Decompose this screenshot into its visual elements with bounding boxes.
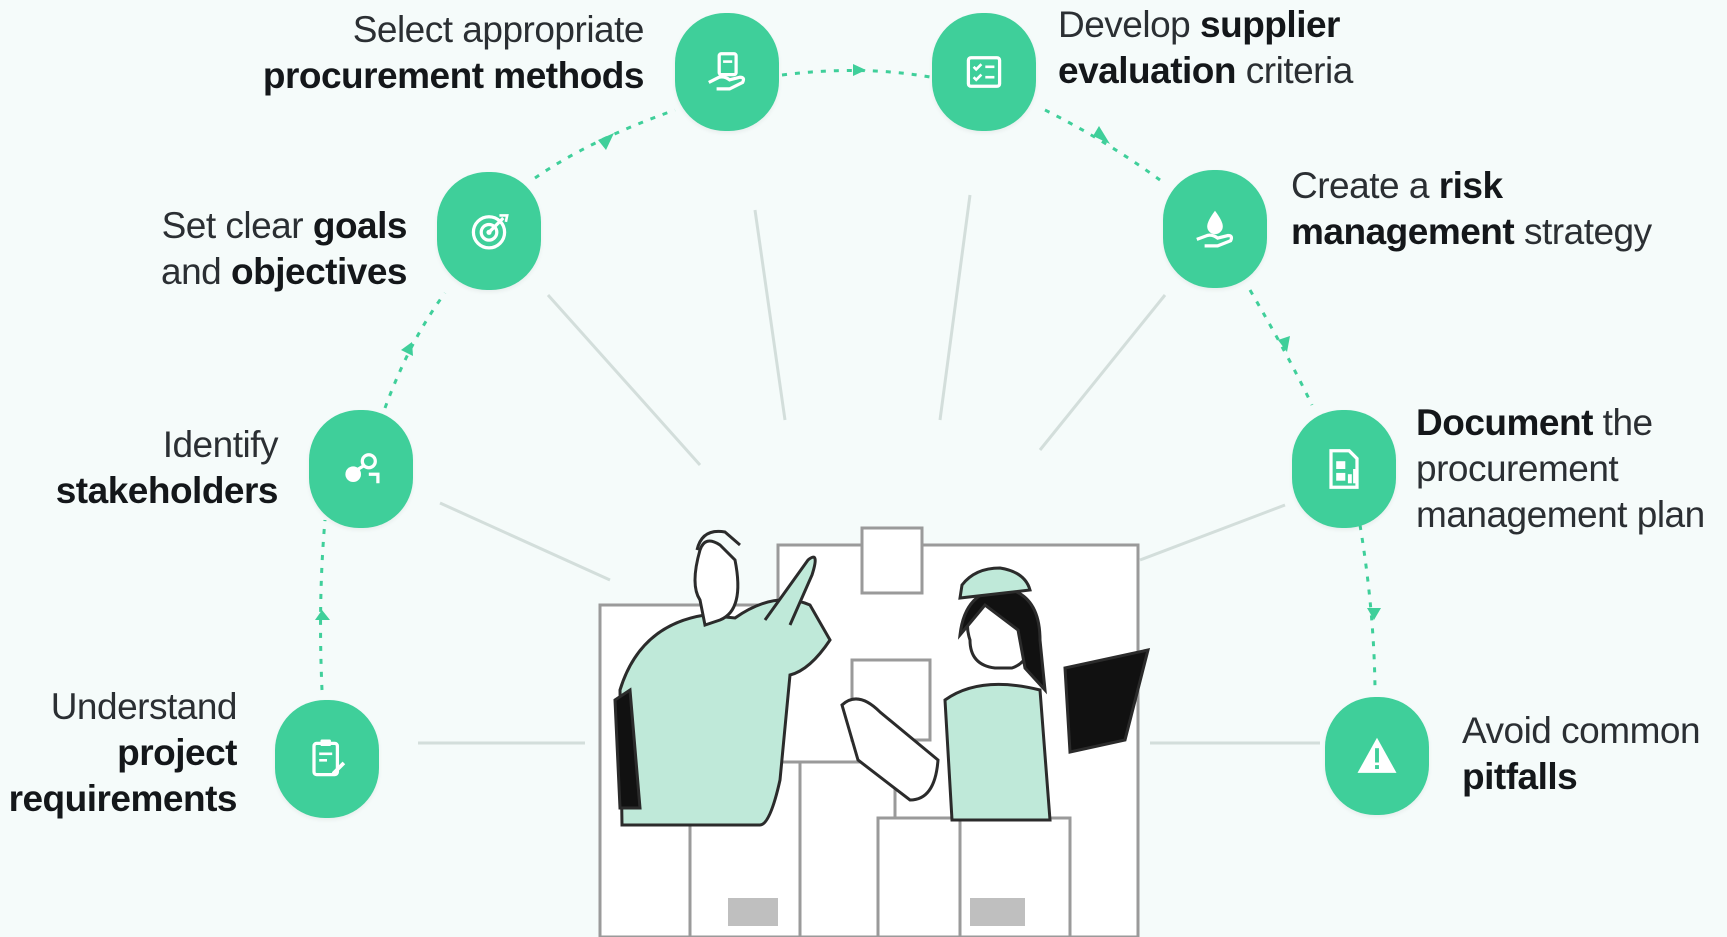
step-label-understand: Understand project requirements — [8, 684, 238, 822]
label-line: Develop supplier — [1058, 2, 1353, 48]
label-line: and objectives — [161, 249, 407, 295]
label-text: management plan — [1416, 494, 1705, 535]
checklist-icon — [966, 56, 1002, 88]
label-bold-text: pitfalls — [1462, 756, 1578, 797]
label-bold-text: project — [117, 732, 237, 773]
label-text: Create a — [1291, 165, 1439, 206]
label-bold-text: evaluation — [1058, 50, 1237, 91]
step-label-pitfalls: Avoid common pitfalls — [1462, 708, 1701, 800]
label-text: Avoid common — [1462, 710, 1701, 751]
document-chart-icon — [1329, 449, 1359, 489]
step-node-criteria — [932, 13, 1036, 131]
label-bold-text: goals — [312, 205, 408, 246]
label-text: Set clear — [161, 205, 313, 246]
step-node-risk — [1163, 170, 1267, 288]
label-bold-text: risk — [1438, 165, 1503, 206]
clipboard-edit-icon — [312, 739, 346, 777]
people-link-icon — [345, 453, 380, 484]
step-node-document — [1292, 410, 1396, 528]
label-bold-text: Document — [1416, 402, 1593, 443]
step-node-stakeholders — [309, 410, 413, 528]
path-arrows — [315, 64, 1381, 620]
step-label-methods: Select appropriate procurement methods — [262, 7, 645, 99]
label-text: and — [161, 251, 232, 292]
label-line: Understand — [9, 684, 238, 730]
label-line: Create a risk — [1291, 163, 1652, 209]
label-bold-text: stakeholders — [55, 470, 279, 511]
hand-drop-icon — [1196, 210, 1234, 248]
warning-icon — [1357, 737, 1397, 773]
label-line: Identify — [56, 422, 279, 468]
hand-document-icon — [708, 52, 746, 91]
label-text: Understand — [50, 686, 238, 727]
label-bold-text: procurement methods — [262, 55, 645, 96]
label-line: stakeholders — [55, 468, 279, 514]
label-text: Select appropriate — [352, 9, 645, 50]
label-line: project — [9, 730, 237, 776]
label-line: Set clear goals — [161, 203, 408, 249]
label-line: pitfalls — [1462, 754, 1700, 800]
label-line: management strategy — [1291, 209, 1652, 255]
label-bold-text: requirements — [8, 778, 238, 819]
label-text: strategy — [1514, 211, 1652, 252]
label-line: procurement — [1416, 446, 1705, 492]
label-line: management plan — [1416, 492, 1705, 538]
label-line: Document the — [1416, 400, 1705, 446]
label-line: Avoid common — [1462, 708, 1701, 754]
step-label-stakeholders: Identify stakeholders — [55, 422, 279, 514]
label-text: Identify — [162, 424, 279, 465]
label-line: requirements — [8, 776, 238, 822]
label-line: Select appropriate — [263, 7, 645, 53]
label-bold-text: objectives — [231, 251, 407, 292]
label-text: Develop — [1058, 4, 1201, 45]
label-text: procurement — [1416, 448, 1619, 489]
label-text: the — [1592, 402, 1653, 443]
step-node-understand — [275, 700, 379, 818]
target-icon — [471, 214, 509, 250]
step-node-methods — [675, 13, 779, 131]
label-line: procurement methods — [262, 53, 645, 99]
step-node-pitfalls — [1325, 697, 1429, 815]
label-bold-text: supplier — [1200, 4, 1340, 45]
step-node-goals — [437, 172, 541, 290]
label-line: evaluation criteria — [1058, 48, 1353, 94]
label-bold-text: management — [1291, 211, 1515, 252]
label-text: criteria — [1236, 50, 1354, 91]
